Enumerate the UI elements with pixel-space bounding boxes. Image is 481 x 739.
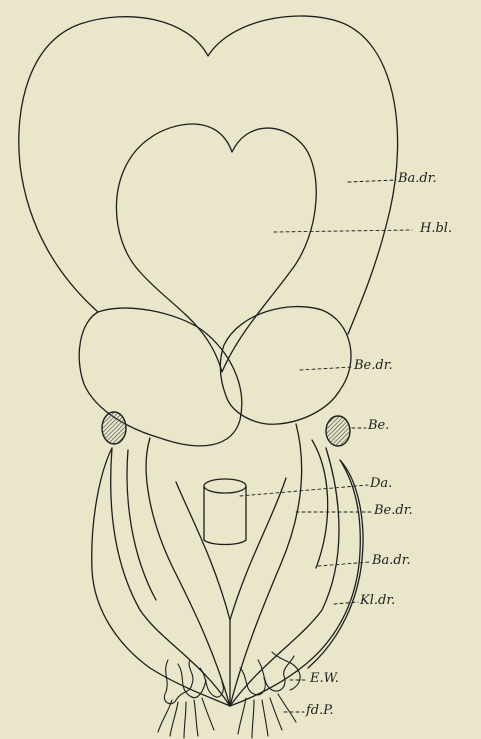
- label-da: Da.: [370, 477, 392, 490]
- left-inner-ridge: [127, 450, 156, 600]
- outer-heart-outline: [19, 16, 398, 334]
- tube-da: [204, 479, 246, 545]
- label-be-dr-upper: Be.dr.: [354, 359, 393, 372]
- label-h-bl: H.bl.: [420, 222, 452, 235]
- inner-heart-outline: [116, 124, 316, 372]
- label-be: Be.: [368, 419, 389, 432]
- right-eye-spot: [326, 416, 350, 446]
- label-ba-dr-lower: Ba.dr.: [372, 554, 411, 567]
- label-fd-p: fd.P.: [306, 704, 334, 717]
- label-e-w: E.W.: [310, 672, 339, 685]
- left-eye-spot: [102, 412, 126, 444]
- label-be-dr-lower: Be.dr.: [374, 504, 413, 517]
- lower-body-outline: [92, 448, 361, 706]
- label-ba-dr-upper: Ba.dr.: [398, 172, 437, 185]
- left-fold-outer: [111, 448, 230, 706]
- right-inner-ridge: [312, 440, 328, 568]
- right-lobe-outline: [220, 307, 351, 425]
- leader-lines: [240, 180, 412, 712]
- label-kl-dr: Kl.dr.: [360, 594, 395, 607]
- left-fold-inner: [146, 438, 230, 706]
